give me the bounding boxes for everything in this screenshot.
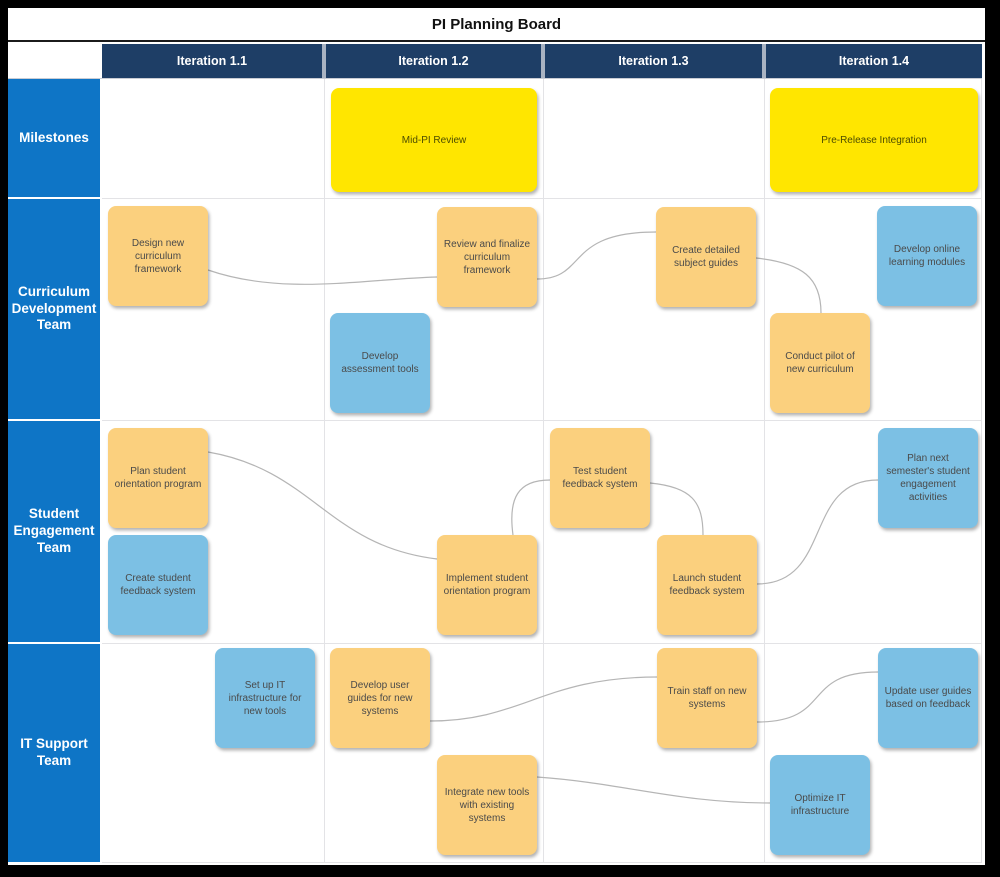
card-launch-feedback-system[interactable]: Launch student feedback system [657,535,757,635]
card-develop-assessment-tools[interactable]: Develop assessment tools [330,313,430,413]
card-setup-it-infrastructure[interactable]: Set up IT infrastructure for new tools [215,648,315,748]
card-conduct-pilot[interactable]: Conduct pilot of new curriculum [770,313,870,413]
grid-line [324,78,325,862]
grid-line [102,198,982,199]
grid-line [981,78,982,862]
card-review-finalize-framework[interactable]: Review and finalize curriculum framework [437,207,537,307]
grid-line [102,643,982,644]
card-plan-next-semester[interactable]: Plan next semester's student engagement … [878,428,978,528]
row-header-student-engagement-team: Student Engagement Team [8,421,100,642]
column-header-iteration-1-3: Iteration 1.3 [545,44,762,78]
card-update-user-guides[interactable]: Update user guides based on feedback [878,648,978,748]
connector-review-to-subject-guides [536,231,657,280]
pi-planning-board: PI Planning Board Iteration 1.1 Iteratio… [8,8,985,865]
column-header-iteration-1-4: Iteration 1.4 [766,44,982,78]
card-develop-user-guides[interactable]: Develop user guides for new systems [330,648,430,748]
connector-guides-to-train [429,676,658,722]
grid-line [764,78,765,862]
connector-subject-guides-to-pilot [755,257,822,314]
card-implement-orientation[interactable]: Implement student orientation program [437,535,537,635]
connector-launch-to-plan-next [756,479,879,585]
column-header-band: Iteration 1.1 Iteration 1.2 Iteration 1.… [102,44,982,78]
connector-test-to-launch [649,482,704,536]
row-header-curriculum-development-team: Curriculum Development Team [8,199,100,419]
grid-line [543,78,544,862]
card-design-framework[interactable]: Design new curriculum framework [108,206,208,306]
card-plan-orientation[interactable]: Plan student orientation program [108,428,208,528]
connector-plan-orientation-to-implement [207,451,438,560]
row-header-milestones: Milestones [8,79,100,197]
card-test-feedback-system[interactable]: Test student feedback system [550,428,650,528]
row-header-it-support-team: IT Support Team [8,644,100,862]
grid-line [8,78,982,79]
connector-design-to-review [207,269,438,285]
card-train-staff[interactable]: Train staff on new systems [657,648,757,748]
card-integrate-new-tools[interactable]: Integrate new tools with existing system… [437,755,537,855]
connector-implement-to-test [511,479,551,536]
connector-train-to-update [756,671,879,723]
grid-line [102,862,982,863]
column-header-iteration-1-2: Iteration 1.2 [326,44,541,78]
card-create-feedback-system[interactable]: Create student feedback system [108,535,208,635]
connector-layer [207,231,879,804]
board-title: PI Planning Board [8,8,985,42]
connector-integrate-to-optimize [536,776,771,804]
card-pre-release-integration[interactable]: Pre-Release Integration [770,88,978,192]
card-develop-online-modules[interactable]: Develop online learning modules [877,206,977,306]
grid-line [102,420,982,421]
card-mid-pi-review[interactable]: Mid-PI Review [331,88,537,192]
card-optimize-it[interactable]: Optimize IT infrastructure [770,755,870,855]
column-header-iteration-1-1: Iteration 1.1 [102,44,322,78]
card-create-subject-guides[interactable]: Create detailed subject guides [656,207,756,307]
